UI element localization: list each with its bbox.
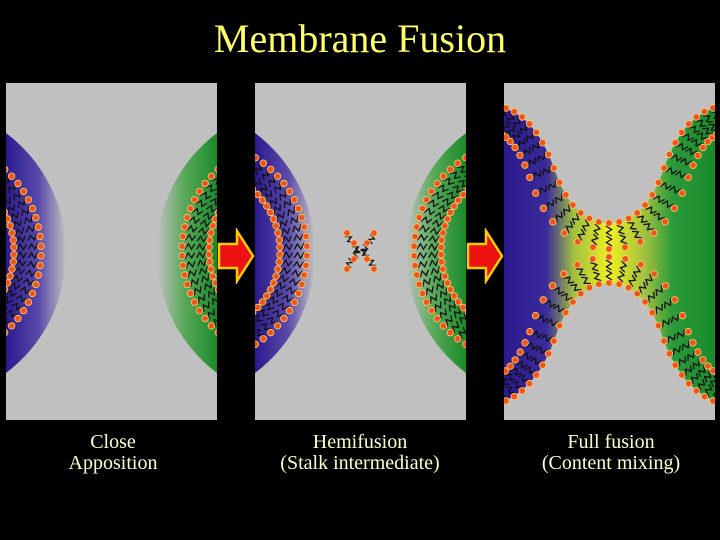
caption-line-1: Full fusion	[567, 431, 655, 453]
caption-full-fusion: Full fusion (Content mixing)	[500, 432, 720, 474]
right-arrow-icon	[217, 228, 255, 284]
caption-line-2: (Stalk intermediate)	[280, 452, 440, 474]
panel-hemifusion	[255, 83, 466, 420]
left-bilayer	[255, 154, 311, 348]
caption-line-1: Hemifusion	[312, 431, 408, 453]
right-bilayer	[178, 165, 217, 337]
caption-line-1: Close	[90, 431, 136, 453]
lower-fused-bilayer	[504, 253, 715, 405]
left-vesicle-lumen	[255, 133, 315, 373]
full-fusion-diagram	[504, 104, 715, 405]
stalk-lipids	[343, 229, 378, 273]
upper-fused-bilayer	[504, 104, 715, 253]
caption-line-2: (Content mixing)	[541, 452, 681, 474]
left-bilayer	[6, 165, 45, 337]
close-apposition-diagram	[6, 133, 217, 373]
panel-close-apposition	[6, 83, 217, 420]
panel-full-fusion	[504, 83, 715, 420]
caption-hemifusion: Hemifusion (Stalk intermediate)	[240, 432, 480, 474]
right-arrow-icon	[466, 228, 504, 284]
caption-line-2: Apposition	[68, 452, 158, 474]
slide-title: Membrane Fusion	[213, 16, 507, 61]
hemifusion-diagram	[255, 133, 466, 373]
right-bilayer	[410, 154, 466, 348]
caption-close-apposition: Close Apposition	[0, 432, 226, 474]
